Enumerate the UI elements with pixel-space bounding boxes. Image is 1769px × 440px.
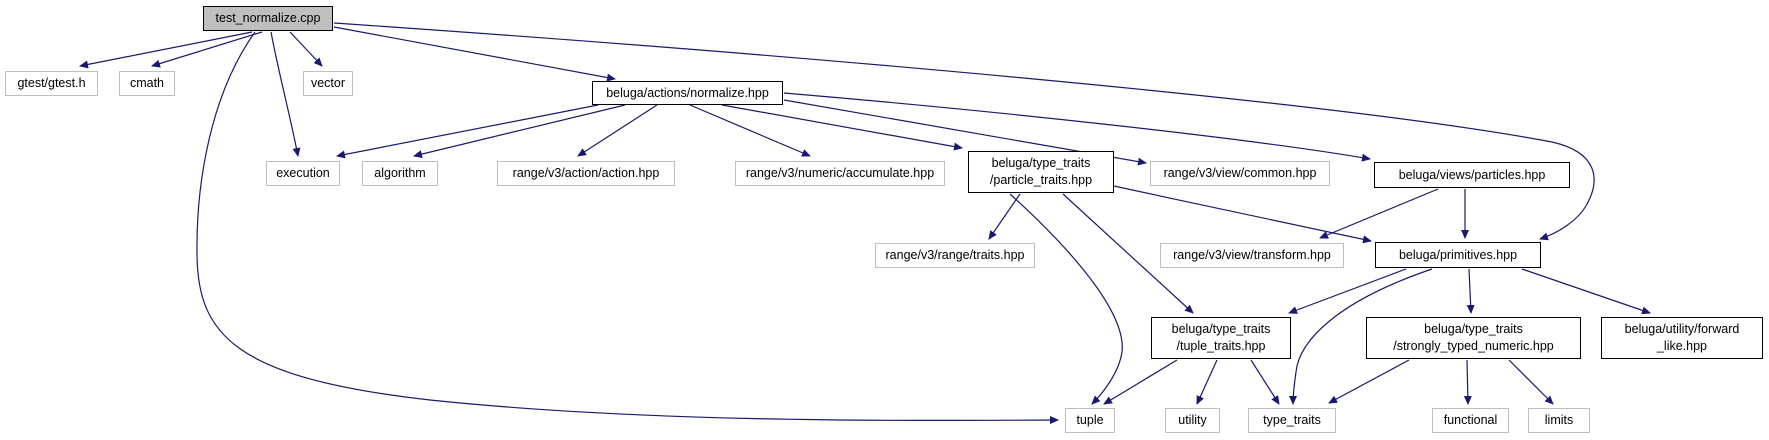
edge-strongly-functional [1463,359,1472,405]
edge-primitives-tuple_traits [1288,268,1407,314]
node-particles[interactable]: beluga/views/particles.hpp [1374,162,1570,188]
edge-normalize-execution [336,104,599,159]
edge-normalize-algorithm [413,104,626,159]
edge-test_normalize-cmath [151,31,263,68]
edge-test_normalize-tuple [196,31,1059,425]
node-traits_hpp: range/v3/range/traits.hpp [875,243,1035,268]
node-primitives[interactable]: beluga/primitives.hpp [1375,242,1541,268]
edge-particle_traits-primitives [1113,185,1372,244]
edge-primitives-strongly [1466,268,1475,314]
edge-normalize-accumulate [689,104,811,157]
node-type_traits: type_traits [1248,408,1336,433]
edge-test_normalize-normalize [333,26,616,82]
edge-primitives-forward [1521,268,1651,315]
edge-particles-transform [1319,188,1439,239]
node-action: range/v3/action/action.hpp [497,161,675,186]
edge-normalize-action [577,104,658,157]
node-functional: functional [1432,408,1509,433]
node-forward[interactable]: beluga/utility/forward _like.hpp [1601,317,1763,359]
node-normalize[interactable]: beluga/actions/normalize.hpp [592,81,783,105]
edge-tuple_traits-tuple [1103,359,1178,405]
edge-strongly-limits [1508,359,1554,405]
edge-normalize-particles [783,92,1371,162]
node-cmath: cmath [119,71,175,96]
node-vector: vector [303,71,353,96]
edge-strongly-type_traits [1328,359,1410,404]
node-execution: execution [266,161,340,186]
node-algorithm: algorithm [362,161,438,186]
node-tuple: tuple [1065,408,1115,433]
node-limits: limits [1528,408,1590,433]
edge-test_normalize-primitives [333,22,1595,241]
node-strongly[interactable]: beluga/type_traits /strongly_typed_numer… [1366,317,1581,359]
edge-test_normalize-execution [270,31,301,157]
node-tuple_traits[interactable]: beluga/type_traits /tuple_traits.hpp [1151,317,1291,359]
node-test_normalize[interactable]: test_normalize.cpp [203,6,333,31]
node-common: range/v3/view/common.hpp [1150,161,1330,186]
edge-particle_traits-traits_hpp [988,193,1021,240]
node-utility: utility [1165,408,1220,433]
edge-normalize-particle_traits [721,104,963,151]
node-particle_traits[interactable]: beluga/type_traits /particle_traits.hpp [968,151,1114,193]
edge-tuple_traits-utility [1196,359,1218,405]
edge-primitives-type_traits [1289,268,1433,405]
node-transform: range/v3/view/transform.hpp [1160,243,1344,268]
node-accumulate: range/v3/numeric/accumulate.hpp [735,161,945,186]
node-gtest: gtest/gtest.h [5,71,98,96]
edge-tuple_traits-type_traits [1250,359,1280,405]
edge-particle_traits-tuple [1009,193,1123,405]
edge-particle_traits-tuple_traits [1062,193,1194,314]
edge-test_normalize-vector [289,31,323,67]
edge-test_normalize-gtest [79,31,253,69]
